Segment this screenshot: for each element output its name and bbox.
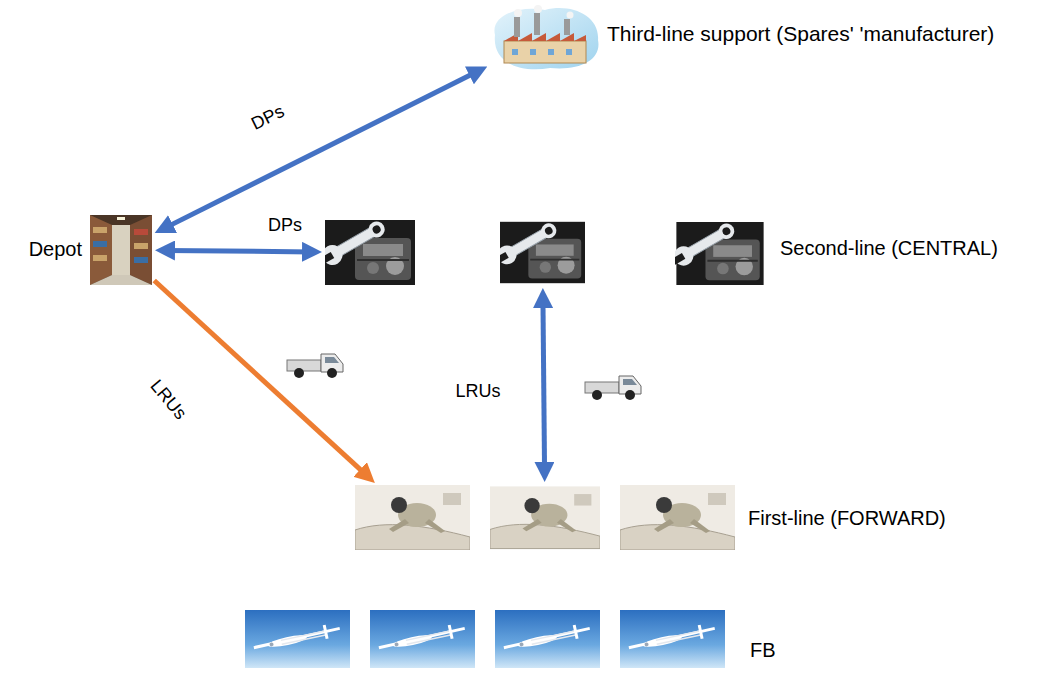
aircraft-picture: [370, 610, 475, 668]
factory-picture: [494, 5, 598, 69]
workshop-picture: [493, 219, 585, 283]
second-line-workshop: [325, 220, 415, 285]
factory-picture: [534, 5, 542, 13]
aircraft-picture: [245, 610, 350, 668]
third-line-factory: Third-line support (Spares' 'manufacture…: [490, 5, 600, 70]
flow-label: DPs: [245, 100, 290, 137]
depot-picture: [134, 243, 148, 249]
factory-picture: [530, 49, 536, 55]
node-label: Second-line (CENTRAL): [780, 236, 998, 261]
aircraft: [245, 610, 350, 668]
depot-picture: [90, 215, 152, 285]
aircraft: [370, 610, 475, 668]
flow-label: DPs: [265, 215, 305, 237]
truck-icon: [287, 354, 343, 378]
depot-picture: [93, 241, 107, 247]
factory-picture: [504, 41, 586, 63]
depot-picture: [117, 217, 125, 220]
aircraft: FB: [620, 610, 725, 668]
factory-picture: [534, 13, 540, 35]
node-label: FB: [750, 638, 776, 663]
factory-picture: [512, 49, 518, 55]
factory-picture: [514, 17, 520, 37]
factory-picture: [514, 9, 522, 17]
depot-picture: [130, 215, 152, 285]
depot-picture: [90, 215, 152, 285]
first-line-crew: First-line (FORWARD): [620, 485, 735, 550]
aircraft-picture: [620, 610, 725, 668]
factory-picture: [567, 12, 574, 19]
flow-arrow: [165, 250, 312, 251]
depot-picture: [134, 257, 148, 263]
depot-picture: [93, 255, 107, 261]
workshop-picture: [669, 219, 764, 285]
flow-label: LRUs: [143, 374, 192, 427]
depot-picture: [90, 275, 152, 285]
depot-picture: [134, 229, 148, 235]
crew-picture: [355, 485, 470, 550]
flow-arrow: [154, 280, 367, 476]
flow-label: LRUs: [452, 381, 503, 403]
depot-store: Depot: [90, 215, 152, 285]
depot-picture: [112, 225, 130, 275]
workshop-picture: [317, 217, 415, 285]
depot-picture: [90, 215, 112, 285]
node-label: Third-line support (Spares' 'manufacture…: [607, 21, 1027, 47]
factory-picture: [548, 49, 554, 55]
crew-picture: [620, 485, 735, 550]
second-line-workshop: [500, 220, 585, 285]
first-line-crew: [490, 485, 600, 550]
aircraft: [495, 610, 600, 668]
factory-picture: [564, 19, 570, 35]
crew-picture: [490, 486, 600, 548]
first-line-crew: [355, 485, 470, 550]
factory-picture: [494, 8, 598, 69]
node-label: First-line (FORWARD): [748, 506, 946, 531]
truck-icon: [585, 376, 641, 400]
flow-arrow: [543, 298, 545, 472]
second-line-workshop: Second-line (CENTRAL): [675, 222, 765, 285]
depot-picture: [93, 227, 107, 233]
node-label: Depot: [6, 237, 82, 262]
aircraft-picture: [495, 610, 600, 668]
factory-picture: [566, 49, 572, 55]
flow-arrow: [164, 71, 479, 229]
